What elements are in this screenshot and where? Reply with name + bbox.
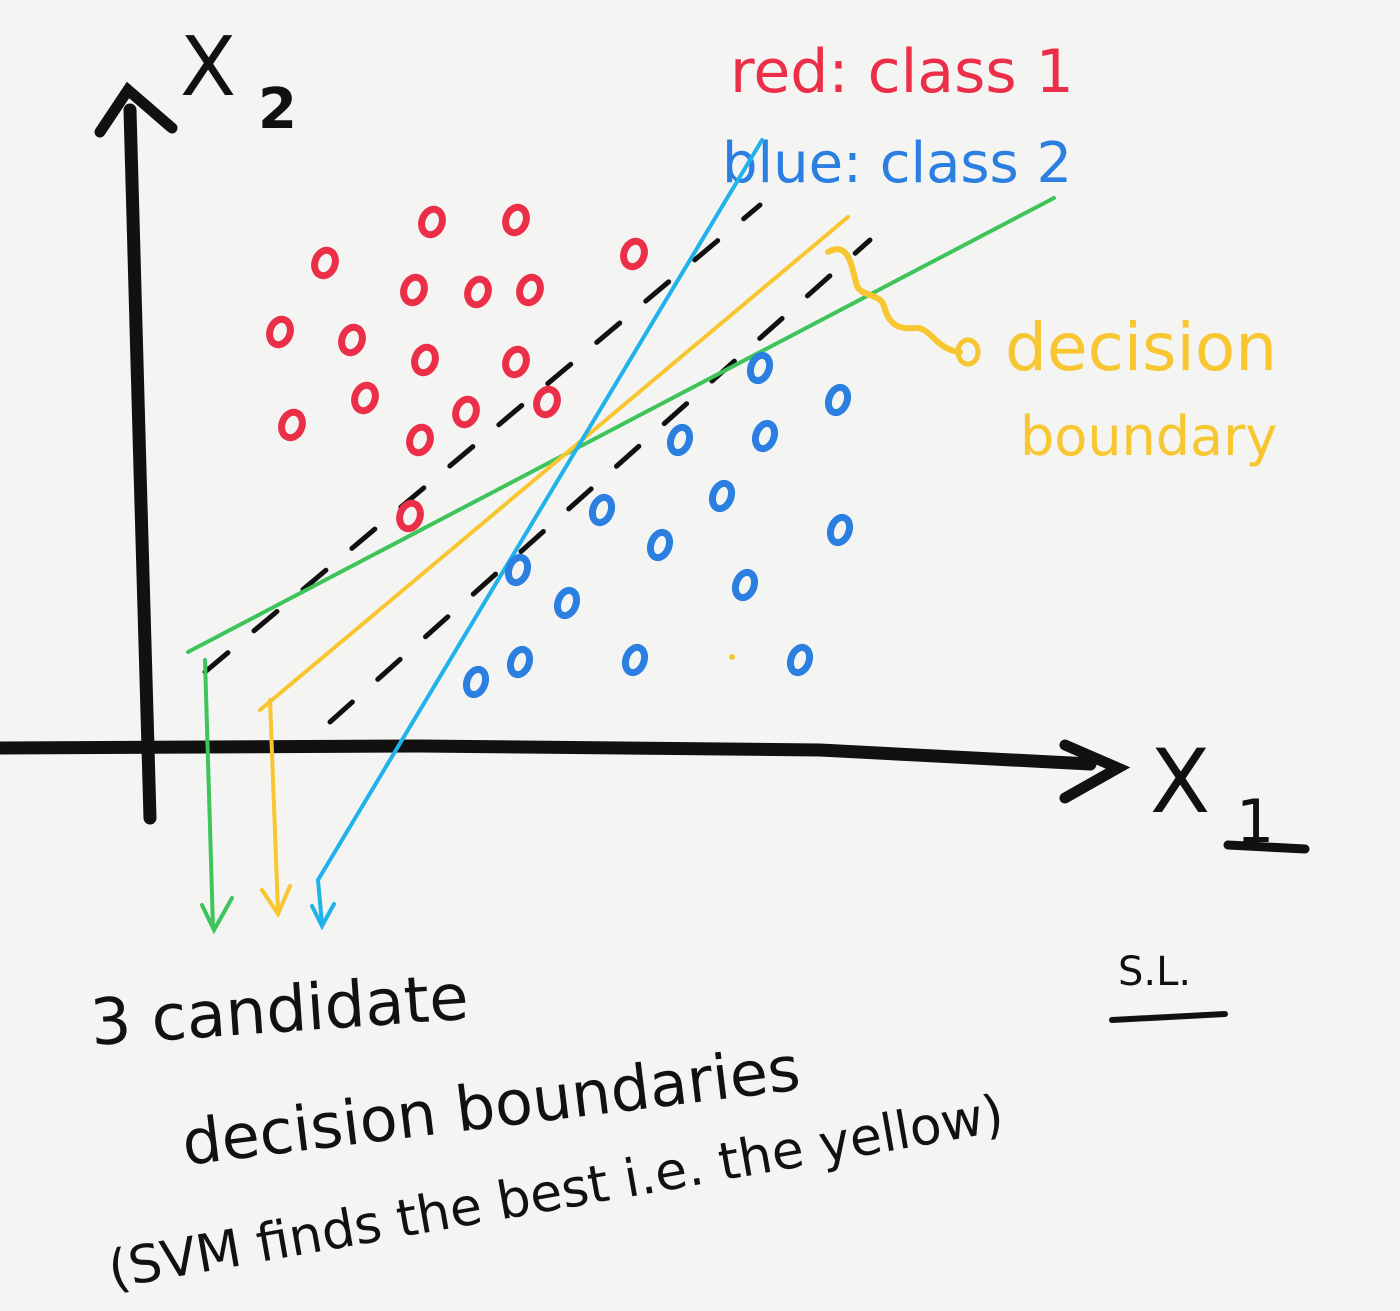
yellow-arrow-icon [260,698,292,919]
annotation-line1: decision [1005,309,1277,386]
class2-point-5 [588,493,616,527]
class2-point-2 [824,383,852,417]
class2-point-12 [506,645,534,679]
y-axis-label: X [180,20,236,115]
class1-point-16 [406,423,434,457]
class2-point-13 [462,665,490,699]
margin-lines [202,202,873,725]
class1-point-1 [418,205,446,239]
yellow-boundary-line [258,215,850,712]
axis-labels: X 2 X 1 [180,20,1310,857]
caption-line1: 3 candidate [88,961,471,1061]
y-axis-arrowhead [94,81,178,138]
class2-point-9 [504,553,532,587]
annotation-line2: boundary [1020,405,1277,468]
legend: red: class 1 blue: class 2 [722,37,1074,196]
class1-point-8 [266,315,294,349]
class1-point-17 [396,499,424,533]
green-arrow-icon [200,658,234,935]
signature-underline [1109,1011,1228,1023]
class2-point-11 [553,586,581,620]
cyan-boundary-line [316,138,764,882]
class1-points [266,203,648,533]
class2-point-6 [708,479,736,513]
stray-dot [729,654,735,660]
upper-margin-line [202,202,763,675]
class1-point-4 [311,246,339,280]
class1-point-2 [502,203,530,237]
class2-point-7 [826,513,854,547]
axes [0,81,1131,825]
class2-point-3 [666,423,694,457]
x-axis [0,739,1097,771]
class2-point-15 [786,643,814,677]
x-axis-arrowhead [1059,739,1131,804]
y-axis-subscript: 2 [258,77,297,142]
class2-point-1 [746,351,774,385]
class1-point-6 [464,275,492,309]
class1-point-15 [533,385,561,419]
signature-text: S.L. [1118,949,1191,995]
legend-red: red: class 1 [730,37,1074,107]
legend-blue: blue: class 2 [722,131,1072,196]
class1-point-10 [411,343,439,377]
annotation-bullet-icon [955,337,981,367]
class1-point-14 [452,395,480,429]
class2-point-8 [646,528,674,562]
class2-point-4 [751,419,779,453]
class1-point-11 [502,345,530,379]
class1-point-7 [516,273,544,307]
class1-point-9 [338,323,366,357]
x-subscript-underline [1223,840,1310,854]
annotation-brace-icon [825,246,963,355]
class2-points [462,351,854,699]
caption: 3 candidate decision boundaries (SVM fin… [88,961,1008,1301]
green-boundary-line [186,196,1056,654]
candidate-boundaries [186,138,1056,935]
class1-point-13 [278,408,306,442]
class1-point-3 [620,237,648,271]
x-axis-label: X [1150,730,1210,833]
lower-margin-line [327,237,873,725]
y-axis [123,103,157,825]
boundary-annotation: decision boundary [825,246,1277,468]
class2-point-14 [621,643,649,677]
class1-point-12 [351,381,379,415]
class2-point-10 [731,568,759,602]
class1-point-5 [400,273,428,307]
signature: S.L. [1109,949,1228,1023]
cyan-arrow-icon [310,878,336,931]
